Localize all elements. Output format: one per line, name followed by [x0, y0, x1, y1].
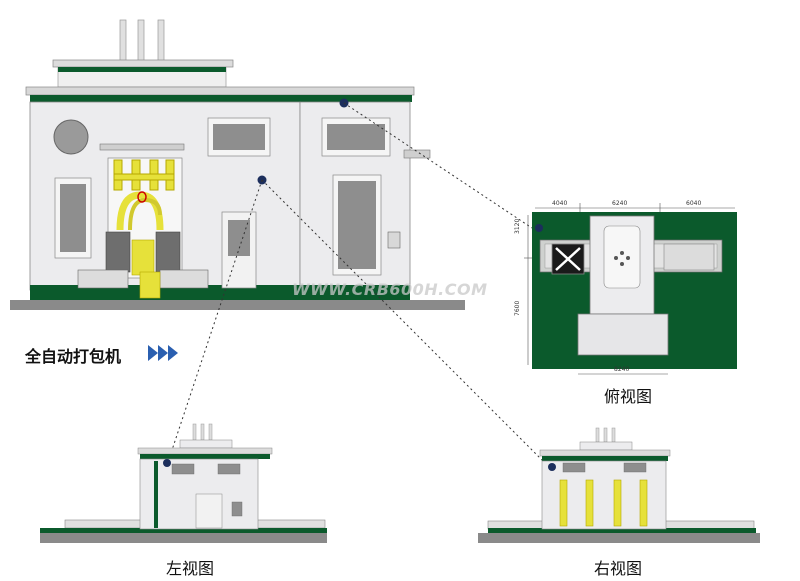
- machine-right-unit: [155, 231, 181, 273]
- top-view-label: 俯视图: [604, 387, 653, 406]
- marker-dot: [163, 459, 171, 467]
- left-view-label: 左视图: [166, 559, 215, 578]
- right-view-label: 右视图: [594, 559, 643, 578]
- dim-bottom: 8240: [614, 366, 630, 373]
- marker-dot: [535, 224, 543, 232]
- dim-top-3: 6040: [686, 200, 702, 207]
- chimney: [157, 19, 165, 63]
- round-window: [53, 119, 89, 155]
- right-view-conveyor-left: [487, 520, 547, 530]
- packing-machine: [113, 159, 175, 231]
- watermark: WWW.CRB600H.COM: [292, 280, 488, 299]
- main-title: 全自动打包机: [25, 347, 122, 366]
- machine-left-unit: [105, 231, 131, 273]
- roof-rail: [25, 86, 415, 96]
- left-view-door: [195, 493, 223, 529]
- chimney: [119, 19, 127, 63]
- control-panel: [387, 231, 401, 249]
- arrow-chevrons-icon: [148, 345, 178, 361]
- roof-unit-rail: [52, 59, 234, 68]
- roof-unit-band: [58, 67, 226, 72]
- right-view-yellow-columns: [559, 479, 648, 527]
- top-right-panel: [663, 243, 715, 271]
- dim-top-2: 6240: [612, 200, 628, 207]
- conveyor-right: [159, 269, 209, 289]
- marker-dot: [548, 463, 556, 471]
- right-view-base: [478, 533, 760, 543]
- awning: [99, 143, 185, 151]
- vent-bracket: [403, 149, 431, 159]
- top-lower-block: [577, 313, 669, 356]
- dim-left-2: 7600: [514, 300, 521, 316]
- roof-band: [30, 95, 412, 102]
- left-view-base: [40, 533, 327, 543]
- main-base: [10, 300, 465, 310]
- chimney: [137, 19, 145, 63]
- building-bottom-band: [30, 285, 410, 300]
- right-view-conveyor-right: [663, 520, 755, 530]
- conveyor-left: [77, 269, 129, 289]
- dim-top-1: 4040: [552, 200, 568, 207]
- dim-left-1: 3120: [514, 218, 521, 234]
